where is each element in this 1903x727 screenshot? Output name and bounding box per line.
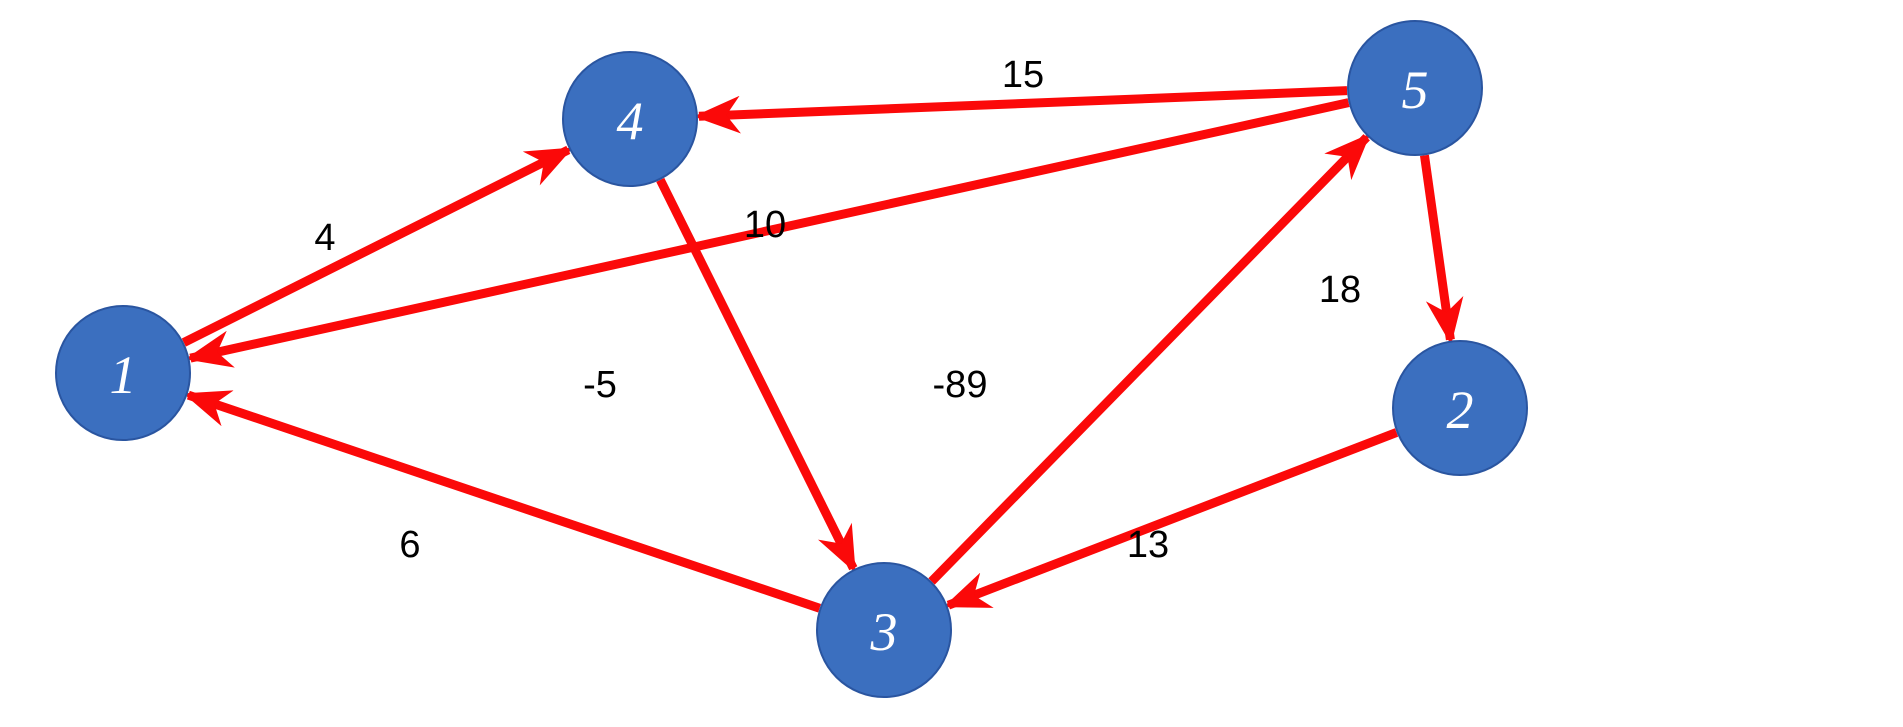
graph-edge-5-to-4 — [693, 86, 1348, 134]
edge-weight-label-3-1: 6 — [399, 524, 420, 566]
node-circle-3[interactable] — [816, 562, 952, 698]
edge-weight-label-5-2: 18 — [1319, 269, 1361, 311]
graph-node-3[interactable]: 3 — [816, 562, 952, 698]
node-label-3: 3 — [870, 602, 898, 662]
edge-weight-label-5-4: 15 — [1002, 54, 1044, 96]
weights-layer: 4 15 10 -5 -89 18 13 6 — [314, 54, 1361, 566]
node-circle-1[interactable] — [55, 305, 191, 441]
graph-node-1[interactable]: 1 — [55, 305, 191, 441]
graph-edge-5-to-2 — [1420, 154, 1464, 346]
graph-edge-5-to-1 — [185, 98, 1350, 368]
nodes-layer: 1 2 3 4 5 — [55, 20, 1528, 698]
graph-edge-1-to-4 — [181, 145, 574, 347]
node-circle-4[interactable] — [562, 51, 698, 187]
node-label-5: 5 — [1402, 60, 1429, 120]
graph-edge-3-to-5 — [928, 133, 1371, 585]
graph-edge-4-to-3 — [656, 177, 858, 574]
edges-layer — [181, 86, 1464, 613]
node-circle-2[interactable] — [1392, 340, 1528, 476]
edge-weight-label-1-4: 4 — [314, 217, 335, 259]
node-label-4: 4 — [617, 91, 644, 151]
edge-weight-label-4-3: -5 — [583, 364, 617, 406]
graph-edge-2-to-3 — [943, 428, 1399, 610]
edge-weight-label-2-3: 13 — [1127, 524, 1169, 566]
node-label-2: 2 — [1447, 380, 1474, 440]
graph-node-4[interactable]: 4 — [562, 51, 698, 187]
edge-weight-label-5-1: 10 — [744, 204, 786, 246]
node-circle-5[interactable] — [1347, 20, 1483, 156]
graph-node-5[interactable]: 5 — [1347, 20, 1483, 156]
node-label-1: 1 — [110, 345, 137, 405]
graph-node-2[interactable]: 2 — [1392, 340, 1528, 476]
edge-weight-label-3-5: -89 — [933, 364, 988, 406]
graph-edge-3-to-1 — [183, 390, 822, 613]
